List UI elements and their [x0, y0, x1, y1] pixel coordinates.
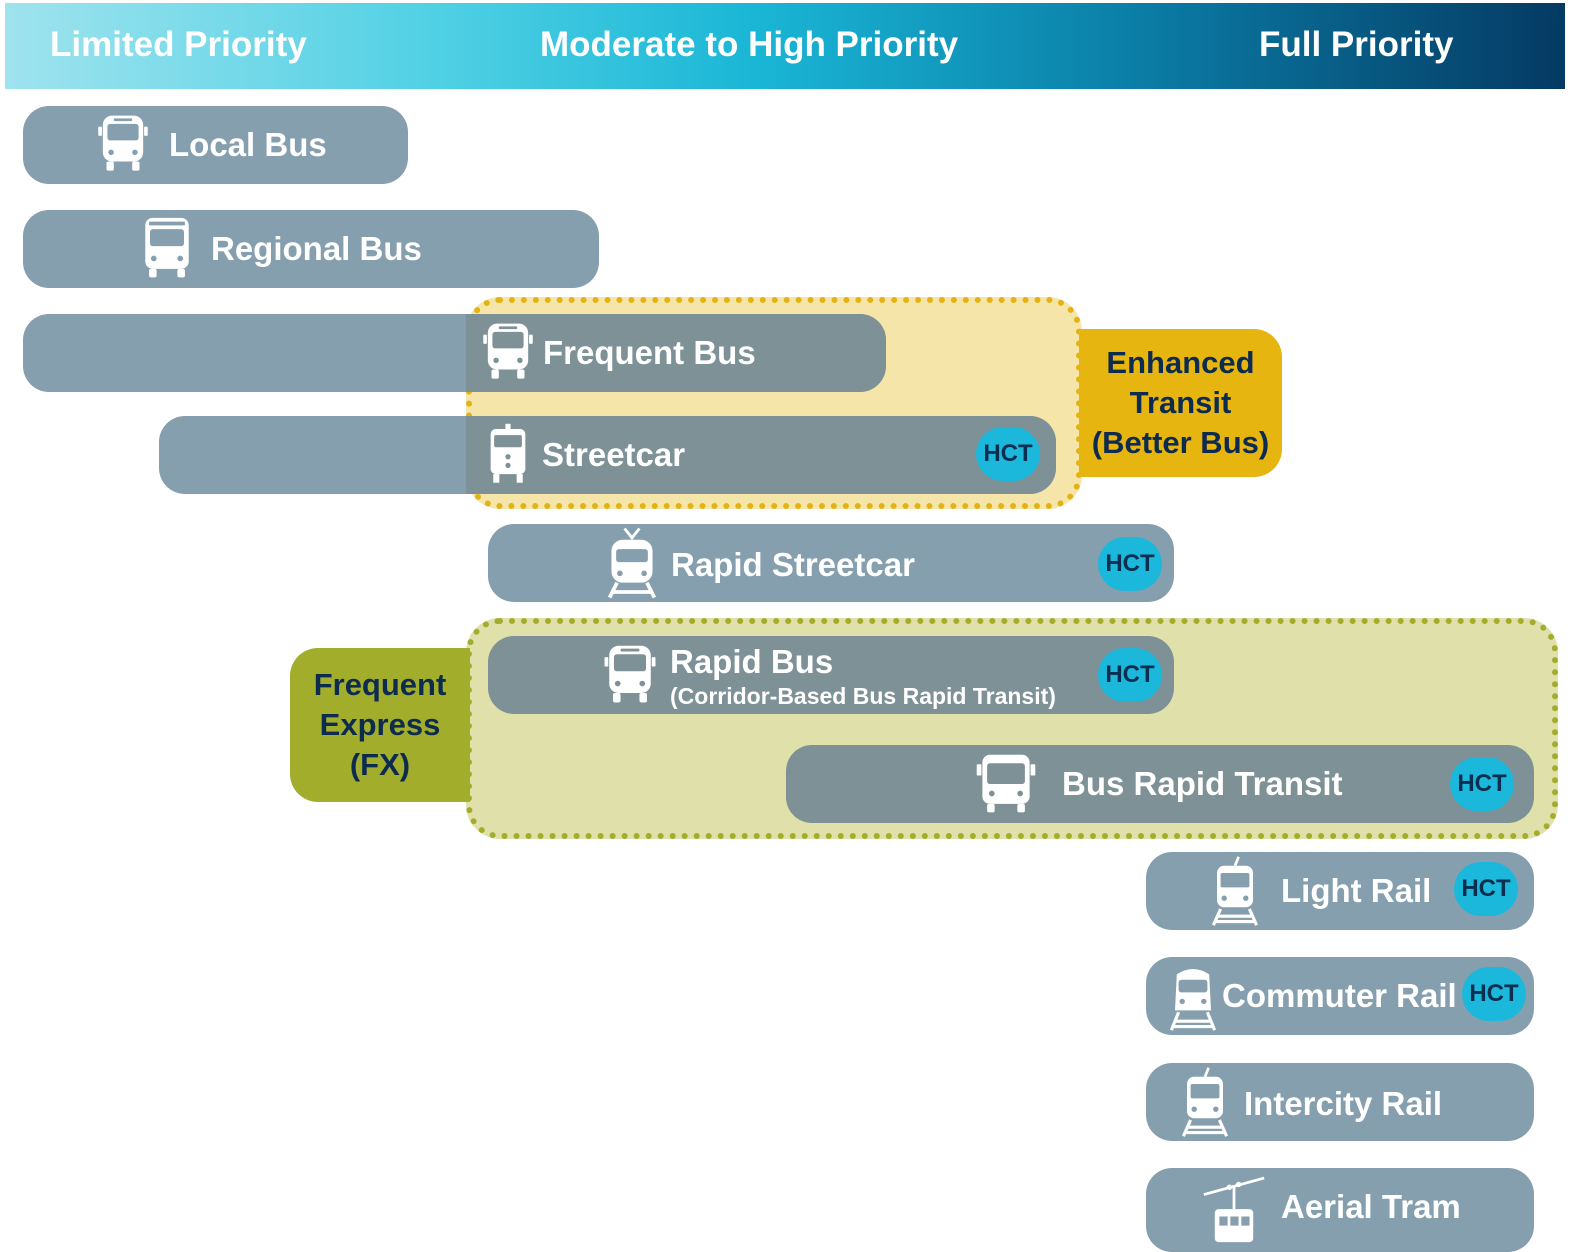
frequent-bus-bar: Frequent Bus	[466, 314, 886, 392]
rapid-streetcar-bar: Rapid Streetcar HCT	[488, 524, 1174, 602]
coach-bus-icon	[145, 217, 189, 278]
frequent-bus-label: Frequent Bus	[543, 334, 756, 371]
hct-badge: HCT	[1454, 862, 1518, 916]
hct-badge: HCT	[1098, 537, 1162, 591]
intercity-rail-icon	[1181, 1067, 1229, 1137]
rapid-bus-sublabel: (Corridor-Based Bus Rapid Transit)	[670, 683, 1056, 709]
rapid-bus-label: Rapid Bus	[670, 643, 834, 680]
light-rail-label: Light Rail	[1281, 872, 1432, 909]
streetcar-label: Streetcar	[542, 436, 686, 473]
limited-priority-label: Limited Priority	[50, 25, 307, 64]
fx-line-1: Frequent	[313, 667, 447, 702]
light-rail-icon	[1211, 856, 1259, 926]
coach-bus-icon	[976, 754, 1036, 813]
streetcar-icon	[490, 423, 526, 483]
rapid-streetcar-icon	[607, 527, 657, 599]
local-bus-bar: Local Bus	[23, 106, 408, 184]
enhanced-line-3: (Better Bus)	[1091, 425, 1270, 460]
commuter-rail-icon	[1169, 969, 1217, 1031]
aerial-tram-bar: Aerial Tram	[1146, 1168, 1534, 1252]
fx-line-2: Express	[319, 707, 441, 742]
fx-line-3: (FX)	[349, 747, 411, 782]
frequent-express-tag: Frequent Express (FX)	[290, 648, 470, 802]
local-bus-label: Local Bus	[169, 126, 327, 163]
priority-header: Limited Priority Moderate to High Priori…	[5, 3, 1565, 89]
regional-bus-label: Regional Bus	[211, 230, 422, 267]
enhanced-line-1: Enhanced	[1106, 345, 1255, 380]
brt-label: Bus Rapid Transit	[1062, 765, 1343, 802]
intercity-rail-label: Intercity Rail	[1244, 1085, 1443, 1122]
hct-badge: HCT	[1462, 967, 1526, 1021]
full-priority-label: Full Priority	[1259, 25, 1454, 64]
bus-icon	[98, 115, 148, 171]
aerial-tram-label: Aerial Tram	[1281, 1188, 1461, 1225]
commuter-rail-bar: Commuter Rail HCT	[1146, 957, 1534, 1035]
streetcar-bar: Streetcar HCT	[466, 416, 1056, 494]
hct-badge: HCT	[1098, 648, 1162, 702]
light-rail-bar: Light Rail HCT	[1146, 852, 1534, 930]
moderate-priority-label: Moderate to High Priority	[540, 25, 959, 64]
aerial-tram-icon	[1203, 1176, 1265, 1243]
regional-bus-bar: Regional Bus	[23, 210, 599, 288]
enhanced-line-2: Transit	[1129, 385, 1232, 420]
rapid-bus-bar: Rapid Bus (Corridor-Based Bus Rapid Tran…	[488, 636, 1174, 714]
rapid-streetcar-label: Rapid Streetcar	[671, 546, 915, 583]
commuter-rail-label: Commuter Rail	[1222, 977, 1457, 1014]
bus-icon	[483, 323, 533, 379]
hct-badge: HCT	[1450, 757, 1514, 811]
intercity-rail-bar: Intercity Rail	[1146, 1063, 1534, 1141]
brt-bar: Bus Rapid Transit HCT	[786, 745, 1534, 823]
hct-badge: HCT	[976, 427, 1040, 481]
enhanced-transit-tag: Enhanced Transit (Better Bus)	[1079, 329, 1282, 477]
bus-icon	[604, 645, 656, 703]
